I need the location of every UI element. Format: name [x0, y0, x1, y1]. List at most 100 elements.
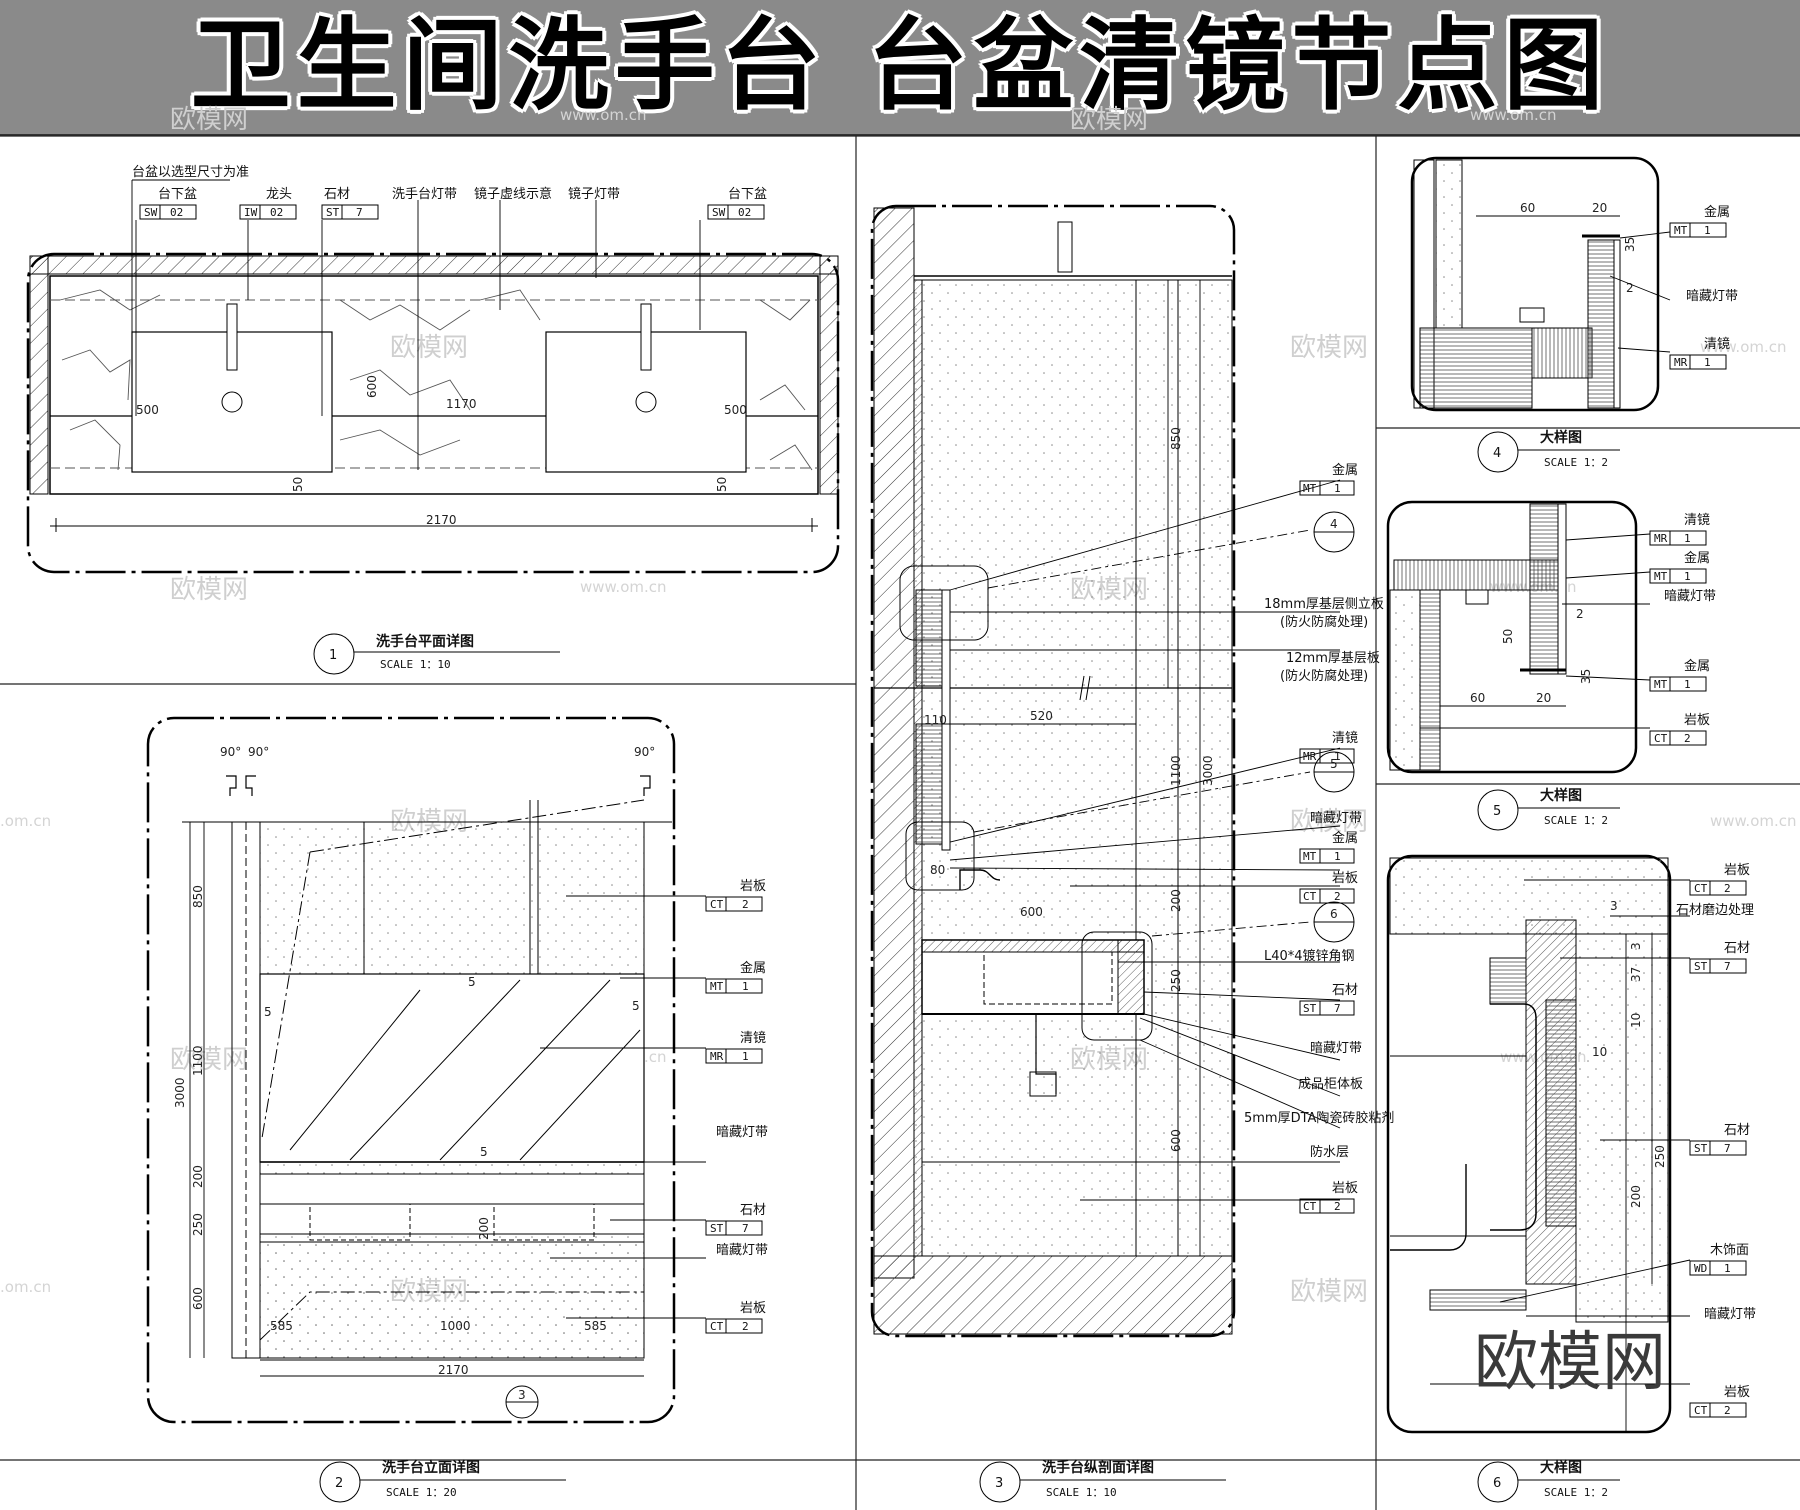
- svg-text:5: 5: [1493, 804, 1501, 819]
- svg-text:1: 1: [1704, 356, 1711, 369]
- p3-callout-12mm-board-note: (防火防腐处理): [1280, 668, 1368, 684]
- svg-text:台下盆: 台下盆: [728, 187, 767, 202]
- p6-callout-stone: 石材 ST 7: [1689, 941, 1750, 974]
- svg-text:SCALE 1：2: SCALE 1：2: [1544, 1486, 1608, 1499]
- dim-60: 60: [1520, 201, 1535, 215]
- svg-text:大样图: 大样图: [1540, 1459, 1582, 1476]
- p5-callout-mirror: 清镜 MR 1: [1649, 513, 1710, 546]
- svg-text:石材: 石材: [1724, 941, 1750, 956]
- svg-text:石材: 石材: [740, 1203, 766, 1218]
- p5-callout-slab: 岩板 CT 2: [1649, 713, 1710, 746]
- p2-callout-mirror: 清镜 MR 1: [705, 1031, 766, 1064]
- panel-6-detail: 3 3 37 10 10 250 200 岩板 CT 2 石材磨边处理 石材 S: [1386, 854, 1756, 1503]
- dim-50: 50: [291, 477, 305, 492]
- dim-500: 500: [724, 403, 747, 417]
- panel-1-plan: 2170 500 500 600 1170 50 50 台盆以选型尺寸为准 台下…: [26, 165, 840, 675]
- svg-text:5: 5: [1330, 757, 1338, 771]
- p2-callout-stone: 石材 ST 7: [705, 1203, 766, 1236]
- p4-callout-metal: 金属 MT 1: [1669, 204, 1730, 238]
- p3-callout-18mm-board: 18mm厚基层侧立板: [1264, 597, 1384, 612]
- svg-text:7: 7: [742, 1222, 749, 1235]
- svg-text:洗手台纵剖面详图: 洗手台纵剖面详图: [1042, 1459, 1154, 1476]
- svg-text:岩板: 岩板: [1332, 871, 1358, 886]
- p3-callout-slab: 岩板 CT 2: [1299, 871, 1358, 904]
- svg-text:岩板: 岩板: [740, 1301, 766, 1316]
- note-basin-size: 台盆以选型尺寸为准: [132, 165, 249, 180]
- p3-callout-mirror: 清镜 MR 1: [1299, 731, 1358, 764]
- p2-title-block: 2 洗手台立面详图 SCALE 1：20: [319, 1459, 566, 1503]
- svg-text:金属: 金属: [1332, 830, 1358, 846]
- p2-section-ref: 3: [505, 1385, 539, 1419]
- svg-text:7: 7: [1334, 1002, 1341, 1015]
- dim-10: 10: [1592, 1045, 1607, 1059]
- p4-title-block: 4 大样图 SCALE 1：2: [1477, 429, 1620, 473]
- sheet-title: 卫生间洗手台 台盆清镜节点图: [190, 7, 1610, 124]
- profile-markers: [226, 775, 651, 796]
- p3-leaders: [922, 479, 1341, 1201]
- dim-3000: 3000: [1201, 755, 1215, 786]
- title-banner: 卫生间洗手台 台盆清镜节点图: [0, 0, 1800, 136]
- svg-text:SW: SW: [712, 206, 726, 219]
- p6-callout-stone-2: 石材 ST 7: [1689, 1123, 1750, 1156]
- p4-callout-mirror: 清镜 MR 1: [1669, 337, 1730, 370]
- svg-text:CT: CT: [1654, 732, 1668, 745]
- dim-2170: 2170: [438, 1363, 469, 1377]
- dim-50: 50: [715, 477, 729, 492]
- p6-callout-slab-top: 岩板 CT 2: [1689, 863, 1750, 896]
- svg-text:1: 1: [742, 1050, 749, 1063]
- svg-text:MT: MT: [1654, 678, 1668, 691]
- dim-5: 5: [468, 975, 476, 989]
- svg-text:1: 1: [742, 980, 749, 993]
- watermark-site: www.om.cn: [1470, 106, 1557, 124]
- svg-text:7: 7: [1724, 1142, 1731, 1155]
- svg-text:MR: MR: [710, 1050, 724, 1063]
- dim-37: 37: [1629, 967, 1643, 982]
- svg-text:石材: 石材: [1724, 1123, 1750, 1138]
- svg-text:岩板: 岩板: [740, 879, 766, 894]
- watermark: 欧模网: [390, 333, 468, 363]
- svg-text:MR: MR: [1674, 356, 1688, 369]
- p1-title-block: 1 洗手台平面详图 SCALE 1：10: [313, 633, 560, 675]
- svg-text:洗手台平面详图: 洗手台平面详图: [376, 633, 474, 650]
- dim-520: 520: [1030, 709, 1053, 723]
- p3-callout-hidden-light: 暗藏灯带: [1310, 811, 1362, 826]
- dim-250: 250: [1653, 1145, 1667, 1168]
- dim-500: 500: [136, 403, 159, 417]
- svg-text:1: 1: [1684, 678, 1691, 691]
- p6-callout-slab-bottom: 岩板 CT 2: [1689, 1385, 1750, 1418]
- watermark: 欧模网: [170, 575, 248, 605]
- p1-callout-vanity-light: 洗手台灯带: [392, 187, 457, 202]
- svg-text:岩板: 岩板: [1332, 1181, 1358, 1196]
- p1-callout-basin-left: 台下盆 SW 02: [139, 187, 197, 220]
- angle-label: 90°: [634, 745, 655, 759]
- svg-text:清镜: 清镜: [740, 1031, 766, 1046]
- svg-text:龙头: 龙头: [266, 187, 292, 202]
- dim-1100: 1100: [1169, 755, 1183, 786]
- p3-callout-metal-2: 金属 MT 1: [1299, 830, 1358, 864]
- dim-2170: 2170: [426, 513, 457, 527]
- panel-4-detail: 60 20 35 2 金属 MT 1 暗藏灯带 清镜 MR 1 4 大样图: [1410, 156, 1738, 473]
- p6-callout-hidden-light: 暗藏灯带: [1704, 1307, 1756, 1322]
- dim-250: 250: [191, 1213, 205, 1236]
- svg-text:2: 2: [1724, 882, 1731, 895]
- watermark: 欧模网: [1290, 1277, 1368, 1307]
- svg-text:7: 7: [356, 206, 363, 219]
- svg-text:大样图: 大样图: [1540, 787, 1582, 804]
- svg-text:清镜: 清镜: [1332, 731, 1358, 746]
- mirror-reflection: [289, 979, 641, 1161]
- svg-text:MT: MT: [1303, 482, 1317, 495]
- svg-text:CT: CT: [1303, 890, 1317, 903]
- dim-5: 5: [264, 1005, 272, 1019]
- dim-600: 600: [365, 375, 379, 398]
- p3-callout-tile-adhesive: 5mm厚DTA陶瓷砖胶粘剂: [1244, 1110, 1394, 1126]
- svg-text:2: 2: [1334, 1200, 1341, 1213]
- svg-text:IW: IW: [244, 206, 258, 219]
- p6-callout-wood-veneer: 木饰面 WD 1: [1689, 1243, 1749, 1276]
- dim-585: 585: [270, 1319, 293, 1333]
- svg-text:金属: 金属: [1704, 204, 1730, 220]
- panel-2-elevation: 90° 90° 90° 850 1100 3000 200 250 600 20…: [146, 716, 768, 1503]
- p1-callout-faucet: 龙头 IW 02: [239, 187, 297, 220]
- svg-text:金属: 金属: [1684, 550, 1710, 566]
- svg-text:1: 1: [1724, 1262, 1731, 1275]
- svg-text:4: 4: [1493, 446, 1501, 461]
